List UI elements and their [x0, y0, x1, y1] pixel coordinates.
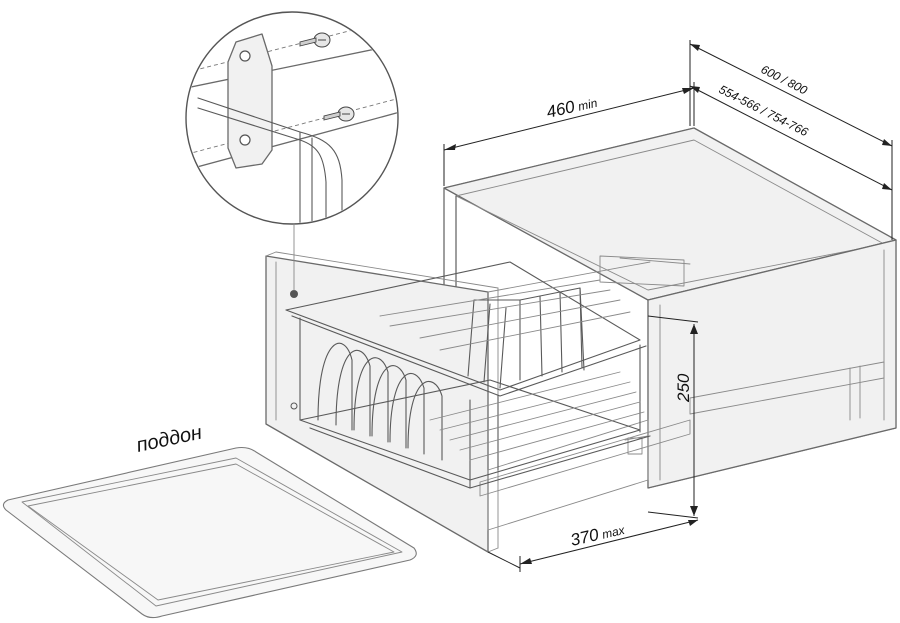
- dimension-value: 370: [569, 525, 601, 550]
- dimension-unit: min: [577, 96, 599, 114]
- tray-label: поддон: [134, 422, 203, 457]
- screw-hole-icon: [290, 402, 298, 410]
- cabinet-depth-label: 600 / 800: [759, 62, 810, 97]
- dimension-370-max: 370 max: [487, 519, 699, 572]
- bracket-hole-icon: [239, 50, 251, 62]
- bracket-hole-icon: [239, 134, 251, 146]
- cabinet-carcass: [443, 127, 897, 489]
- basket-grid: [379, 279, 645, 461]
- dimension-unit: max: [601, 523, 627, 542]
- detail-callout: [185, 11, 399, 291]
- dish-rack-basket: [285, 261, 651, 489]
- plate-rack-back: [467, 287, 585, 389]
- dimension-250: 250: [647, 315, 699, 519]
- screw-icon: [323, 106, 355, 122]
- screw-icon: [299, 32, 331, 48]
- height-label: 250: [674, 373, 693, 403]
- screw-icon: [290, 290, 298, 298]
- mounting-bracket: [227, 33, 273, 169]
- drip-tray: [2, 446, 417, 619]
- plate-rack-loops: [317, 342, 443, 461]
